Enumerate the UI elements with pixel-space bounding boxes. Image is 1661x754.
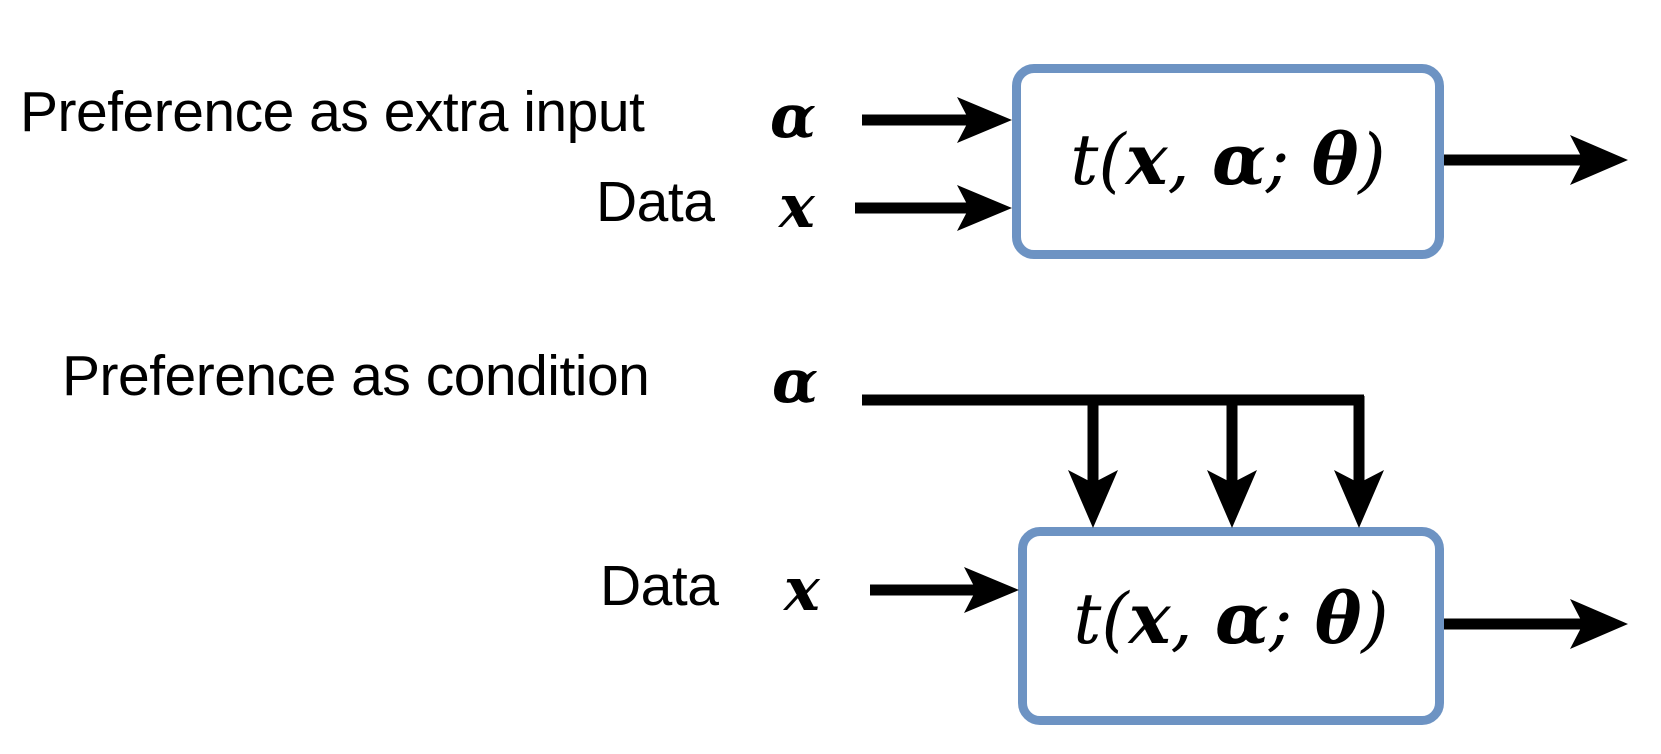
data-label-top: Data: [596, 170, 715, 234]
formula-alpha-top: α: [1211, 118, 1266, 201]
data-input-arrow-top: [855, 185, 1012, 231]
formula-t-prefix-bottom: t(: [1073, 578, 1129, 660]
formula-comma-top: ,: [1167, 119, 1212, 201]
condition-drop-arrow-1: [1068, 396, 1118, 528]
output-arrow-top: [1444, 135, 1628, 185]
formula-comma-bottom: ,: [1170, 578, 1215, 660]
formula-theta-bottom: θ: [1314, 577, 1362, 660]
alpha-symbol-bottom: α: [772, 347, 819, 417]
formula-suffix-top: ): [1358, 119, 1386, 201]
formula-suffix-bottom: ): [1361, 578, 1389, 660]
output-arrow-bottom: [1444, 599, 1628, 649]
transform-box-top-formula: t(x, α; θ): [1021, 125, 1435, 196]
condition-drop-arrow-3: [1334, 396, 1384, 528]
condition-drop-arrow-2: [1207, 396, 1257, 528]
x-symbol-top: x: [779, 172, 815, 242]
formula-x-bottom: x: [1128, 577, 1171, 660]
formula-alpha-bottom: α: [1214, 577, 1269, 660]
alpha-symbol-top: α: [770, 82, 817, 152]
data-input-arrow-bottom: [870, 567, 1019, 613]
x-symbol-bottom: x: [784, 555, 820, 625]
formula-semicolon-top: ;: [1265, 119, 1312, 201]
transform-box-top: t(x, α; θ): [1012, 64, 1444, 259]
formula-t-prefix-top: t(: [1070, 119, 1126, 201]
preference-condition-label: Preference as condition: [62, 344, 650, 408]
formula-theta-top: θ: [1311, 118, 1359, 201]
formula-semicolon-bottom: ;: [1268, 578, 1315, 660]
transform-box-bottom: t(x, α; θ): [1018, 527, 1444, 725]
transform-box-bottom-formula: t(x, α; θ): [1027, 584, 1435, 655]
alpha-input-arrow-top: [862, 97, 1012, 143]
formula-x-top: x: [1125, 118, 1168, 201]
preference-extra-input-label: Preference as extra input: [20, 80, 645, 144]
data-label-bottom: Data: [600, 554, 719, 618]
